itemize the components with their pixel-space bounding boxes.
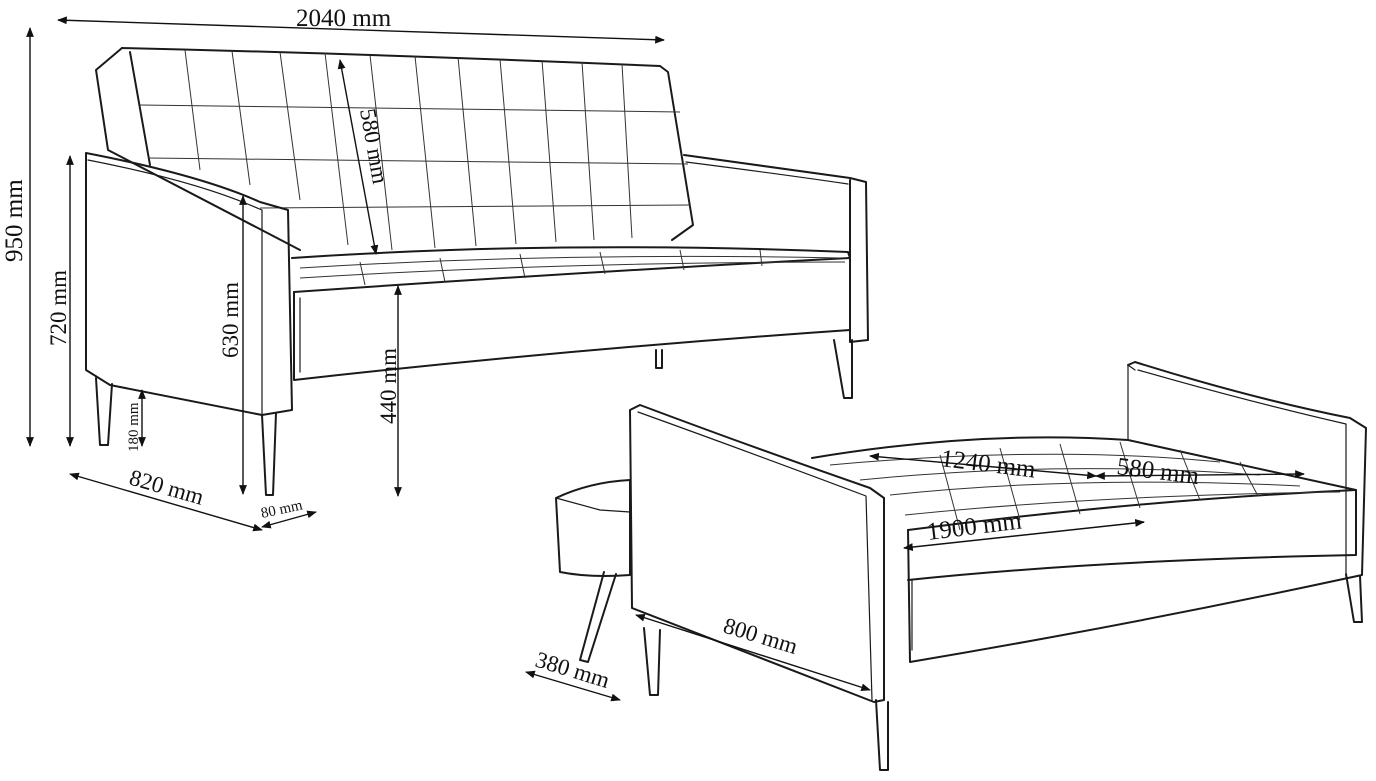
armrest-width-label: 80 mm: [260, 497, 305, 521]
back-height-inner-label: 630 mm: [218, 282, 243, 358]
armrest-height-label: 720 mm: [46, 270, 71, 346]
sofa-upright-drawing: [85, 47, 869, 496]
leg-height-label: 180 mm: [126, 402, 142, 452]
backrest-tufting: [139, 49, 691, 251]
side-depth-label: 800 mm: [721, 613, 801, 659]
bed-length-label: 1900 mm: [925, 507, 1023, 545]
dimension-lines: [26, 16, 1305, 702]
mattress-tufting: [829, 441, 1341, 531]
depth-label: 820 mm: [127, 465, 207, 510]
height-total-label: 950 mm: [1, 179, 28, 262]
bed-width-label: 1240 mm: [939, 445, 1037, 483]
width-total-label: 2040 mm: [296, 5, 392, 32]
seat-height-label: 440 mm: [376, 348, 401, 424]
seat-tufting: [299, 249, 846, 286]
sofa-bed-drawing: [555, 361, 1367, 771]
